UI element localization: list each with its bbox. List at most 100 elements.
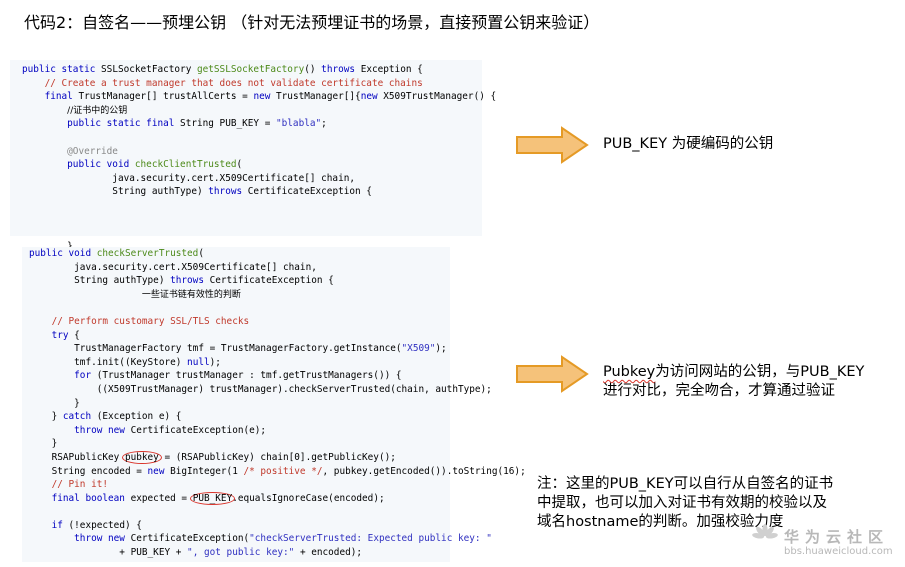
code-token: 一些证书链有效性的判断 — [141, 289, 241, 300]
code-token: } — [22, 241, 73, 252]
code-token: // Perform customary SSL/TLS checks — [51, 315, 250, 327]
code-token: ); — [435, 343, 447, 355]
code-line: } — [22, 240, 482, 254]
code-token: new — [253, 91, 277, 103]
code-token: //证书中的公钥 — [67, 105, 128, 116]
code-token: String PUB_KEY = — [180, 118, 276, 130]
code-line: // Perform customary SSL/TLS checks — [29, 315, 450, 329]
pubkey-word: Pubkey — [603, 364, 656, 380]
code-line: } catch (Exception e) { — [29, 410, 450, 424]
code-line: RSAPublicKey pubkey = (RSAPublicKey) cha… — [29, 450, 450, 465]
code-line — [22, 199, 482, 213]
code-token — [29, 479, 52, 490]
code-token — [22, 78, 45, 89]
code-line: } — [29, 437, 450, 451]
code-token — [22, 159, 67, 170]
code-token: new — [360, 91, 384, 103]
note-pubkey-line-2: 进行对比，完全吻合，才算通过验证 — [603, 383, 835, 399]
code-token: // Pin it! — [51, 479, 109, 491]
code-token: TrustManager[] trustAllCerts = — [78, 91, 254, 103]
code-token: "X509" — [401, 343, 436, 355]
code-token: "blabla" — [276, 118, 322, 130]
code-line: // Pin it! — [29, 478, 450, 492]
code-token: , pubkey.getEncoded()).toString(16); — [322, 465, 526, 477]
code-token — [29, 289, 142, 300]
code-line: public static final String PUB_KEY = "bl… — [22, 117, 482, 131]
code-line: tmf.init((KeyStore) null); — [29, 356, 450, 370]
code-token: /* positive */ — [243, 465, 323, 477]
note-tip-line: 域名hostname的判断。加强校验力度 — [537, 514, 784, 530]
code-token: checkClientTrusted — [134, 159, 237, 171]
code-token — [29, 533, 74, 544]
right-arrow-icon — [516, 126, 589, 164]
code-token: new — [147, 465, 171, 477]
code-line: final TrustManager[] trustAllCerts = new… — [22, 90, 497, 104]
code-token: CertificateException( — [130, 533, 250, 545]
code-token: (Exception e) { — [96, 411, 182, 423]
code-line: TrustManagerFactory tmf = TrustManagerFa… — [29, 342, 450, 356]
code-token: { — [74, 329, 80, 341]
code-token — [29, 370, 74, 381]
right-arrow-icon — [516, 355, 589, 393]
code-line: public static SSLSocketFactory getSSLSoc… — [22, 63, 482, 77]
code-token: (TrustManager trustManager : tmf.getTrus… — [96, 370, 402, 382]
code-token: ", got public key:" — [187, 547, 295, 559]
code-token — [22, 146, 67, 157]
code-line — [22, 226, 482, 240]
code-token: + PUB_KEY + — [29, 547, 188, 559]
code-token — [22, 91, 45, 102]
code-token — [29, 425, 74, 436]
code-token — [22, 118, 67, 129]
slide-title: 代码2：自签名——预埋公钥 （针对无法预埋证书的场景，直接预置公钥来验证） — [24, 13, 600, 32]
code-token: String authType) — [29, 275, 171, 287]
code-token: throw new — [74, 533, 131, 545]
code-token: catch — [62, 411, 97, 423]
code-token: ( — [198, 248, 204, 259]
code-line: public void checkServerTrusted( — [29, 247, 450, 261]
code-token — [22, 105, 67, 116]
code-line: try { — [29, 329, 450, 343]
code-line: throw new CertificateException(e); — [29, 424, 450, 438]
code-line: public void checkClientTrusted( — [22, 158, 482, 172]
highlighted-token: PUB_KEY — [189, 491, 236, 505]
code-token: if — [51, 519, 69, 531]
code-line: for (TrustManager trustManager : tmf.get… — [29, 369, 450, 383]
code-line: final boolean expected = PUB_KEY.equalsI… — [29, 491, 450, 506]
code-token: tmf.init((KeyStore) — [29, 356, 188, 368]
code-token: } — [29, 411, 63, 423]
code-token: throws — [321, 64, 361, 75]
code-token: "checkServerTrusted: Expected public key… — [249, 533, 492, 545]
code-token: null — [187, 356, 210, 368]
code-token: SSLSocketFactory — [101, 64, 197, 75]
code-token: java.security.cert.X509Certificate[] cha… — [22, 172, 356, 184]
code-line: } — [29, 397, 450, 411]
code-line — [29, 301, 450, 315]
code-token: ); — [209, 356, 221, 368]
code-token: public void — [67, 159, 135, 171]
code-token: TrustManager[]{ — [276, 91, 361, 103]
code-token: ; — [321, 118, 327, 130]
note-hardcoded-key: PUB_KEY 为硬编码的公钥 — [603, 136, 774, 152]
note-pubkey-line-1-rest: 为访问网站的公钥，与PUB_KEY — [655, 364, 865, 380]
code-line: // Create a trust manager that does not … — [22, 77, 482, 91]
code-token: BigInteger(1 — [170, 465, 244, 477]
code-token: } — [29, 397, 80, 409]
code-token — [29, 330, 52, 341]
code-token: TrustManagerFactory tmf = TrustManagerFa… — [29, 343, 402, 355]
right-arrow-shape — [516, 126, 589, 164]
right-arrow-shape — [516, 355, 589, 393]
code-token: throws — [208, 186, 248, 198]
code-line — [22, 131, 482, 145]
note-tip-line: 注：这里的PUB_KEY可以自行从自签名的证书 — [537, 476, 834, 492]
code-token — [29, 520, 52, 531]
code-line — [29, 505, 450, 519]
code-token: CertificateException(e); — [130, 424, 267, 436]
huawei-cloud-logo-icon — [752, 524, 778, 539]
code-token: + encoded); — [294, 547, 363, 559]
code-token — [29, 493, 52, 504]
code-token: () — [304, 64, 322, 75]
code-token: Exception { — [360, 64, 423, 75]
code-token: public void — [29, 248, 97, 259]
code-token: .equalsIgnoreCase(encoded); — [232, 492, 385, 504]
code-token: throw new — [74, 424, 131, 436]
